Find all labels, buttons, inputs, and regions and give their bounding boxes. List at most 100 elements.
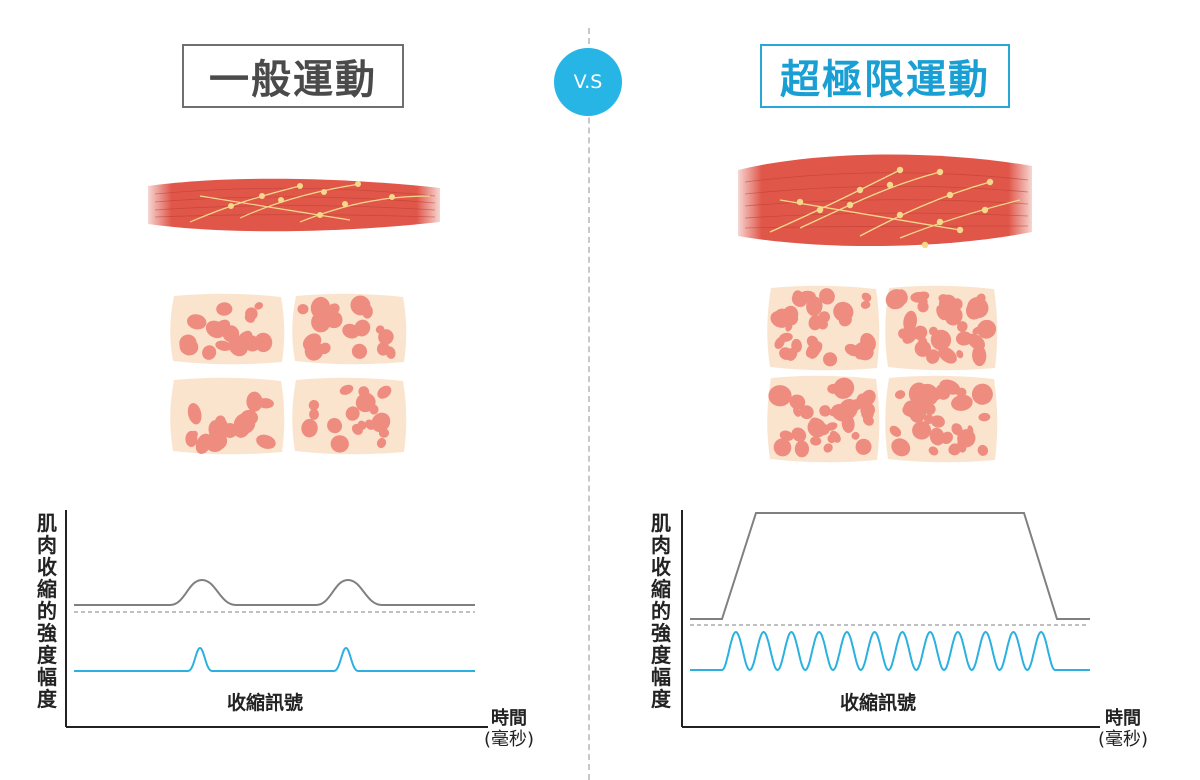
left-xlabel-line2: (毫秒) bbox=[484, 729, 535, 750]
muscle-cell bbox=[854, 342, 874, 361]
muscle-cell bbox=[914, 340, 932, 357]
muscle-cell bbox=[971, 383, 993, 405]
right-tissue-cross-section bbox=[767, 285, 998, 463]
muscle-cell bbox=[939, 379, 961, 395]
muscle-cell bbox=[254, 302, 264, 310]
muscle-cell bbox=[202, 345, 217, 360]
muscle-cell bbox=[810, 436, 822, 446]
left-muscle-fiber bbox=[148, 178, 440, 232]
muscle-cell bbox=[309, 408, 319, 420]
muscle-cell bbox=[833, 377, 855, 399]
muscle-cell bbox=[195, 433, 212, 454]
left-contraction-line bbox=[74, 578, 475, 606]
left-chart-xlabel: 時間 (毫秒) bbox=[484, 708, 534, 750]
muscle-cell bbox=[889, 425, 902, 437]
muscle-cell bbox=[956, 350, 964, 359]
muscle-cell bbox=[806, 335, 819, 348]
muscle-cell bbox=[861, 407, 874, 420]
muscle-cell bbox=[773, 394, 784, 405]
muscle-cell bbox=[254, 332, 273, 353]
muscle-cell bbox=[244, 312, 256, 323]
muscle-cell bbox=[311, 312, 331, 333]
left-signal-line bbox=[74, 646, 475, 672]
muscle-cell bbox=[339, 384, 354, 395]
right-signal-label: 收縮訊號 bbox=[840, 692, 917, 714]
muscle-cell bbox=[308, 399, 320, 411]
muscle-cell bbox=[240, 409, 259, 426]
muscle-cell bbox=[257, 398, 274, 409]
muscle-cell bbox=[819, 288, 835, 305]
muscle-cell bbox=[369, 404, 379, 415]
muscle-cell bbox=[924, 414, 934, 425]
right-signal-line bbox=[690, 630, 1090, 672]
muscle-cell bbox=[779, 332, 793, 342]
muscle-cell bbox=[903, 310, 918, 333]
muscle-cell bbox=[908, 382, 929, 405]
muscle-cell bbox=[827, 383, 840, 394]
muscle-cell bbox=[856, 393, 867, 409]
muscle-cell bbox=[912, 325, 928, 340]
muscle-cell bbox=[378, 329, 394, 345]
muscle-cell bbox=[896, 289, 908, 305]
muscle-cell bbox=[903, 400, 921, 418]
right-contraction-line bbox=[690, 512, 1090, 620]
muscle-cell bbox=[327, 303, 340, 315]
muscle-cell bbox=[841, 414, 855, 433]
muscle-cell bbox=[823, 443, 833, 453]
muscle-cell bbox=[928, 326, 938, 336]
center-divider bbox=[588, 28, 590, 780]
muscle-cell bbox=[920, 404, 930, 414]
muscle-cell bbox=[828, 408, 840, 417]
muscle-cell bbox=[179, 338, 199, 356]
muscle-cell bbox=[809, 417, 827, 436]
muscle-cell bbox=[301, 418, 318, 438]
muscle-cell bbox=[205, 320, 226, 339]
muscle-cell bbox=[379, 419, 386, 428]
muscle-cell bbox=[354, 319, 371, 337]
muscle-cell bbox=[222, 325, 240, 343]
muscle-cell bbox=[951, 423, 963, 436]
muscle-cell bbox=[839, 402, 856, 419]
muscle-cell bbox=[926, 349, 940, 364]
right-muscle-fiber bbox=[738, 154, 1032, 249]
right-chart-axes bbox=[681, 510, 1100, 728]
muscle-cell bbox=[297, 303, 309, 315]
muscle-cell bbox=[779, 430, 794, 441]
muscle-cell bbox=[928, 446, 939, 456]
left-chart-axes bbox=[65, 510, 488, 728]
muscle-cell bbox=[967, 297, 989, 319]
right-xlabel-line1: 時間 bbox=[1105, 708, 1142, 729]
left-title: 一般運動 bbox=[182, 44, 404, 108]
muscle-cell bbox=[794, 440, 810, 458]
muscle-cell bbox=[235, 330, 253, 350]
muscle-cell bbox=[376, 437, 387, 449]
muscle-cell bbox=[773, 438, 792, 457]
muscle-cell bbox=[910, 292, 927, 303]
muscle-cell bbox=[785, 312, 799, 326]
muscle-cell bbox=[806, 296, 823, 317]
muscle-cell bbox=[823, 352, 838, 367]
muscle-cell bbox=[770, 310, 790, 328]
muscle-cell bbox=[956, 321, 968, 333]
left-xlabel-line1: 時間 bbox=[491, 708, 528, 729]
muscle-cell bbox=[318, 342, 331, 355]
muscle-cell bbox=[819, 405, 831, 417]
muscle-cell bbox=[973, 351, 982, 359]
muscle-cell bbox=[187, 314, 207, 330]
muscle-cell bbox=[345, 406, 360, 421]
muscle-cell bbox=[912, 421, 932, 440]
muscle-cell bbox=[894, 390, 906, 399]
muscle-cell bbox=[977, 444, 989, 456]
right-chart-ylabel: 肌肉收縮的強度幅度 bbox=[651, 511, 671, 711]
vs-badge: V.S bbox=[554, 48, 622, 116]
muscle-cell bbox=[799, 405, 814, 420]
muscle-cell bbox=[809, 348, 818, 357]
left-signal-label: 收縮訊號 bbox=[227, 692, 304, 714]
muscle-cell bbox=[185, 430, 198, 447]
muscle-cell bbox=[861, 292, 872, 302]
muscle-cell bbox=[216, 302, 233, 316]
muscle-cell bbox=[929, 427, 945, 446]
muscle-cell bbox=[357, 420, 367, 430]
muscle-cell bbox=[215, 340, 232, 351]
